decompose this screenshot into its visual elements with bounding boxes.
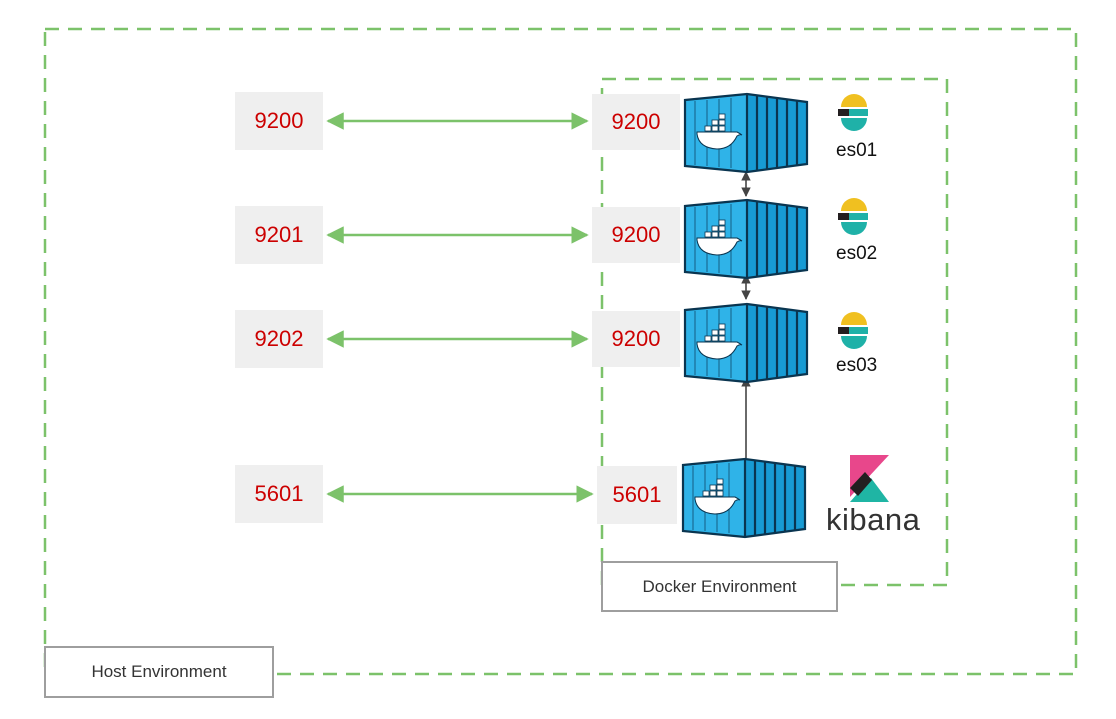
host-environment-boundary — [43, 27, 1078, 676]
container-name-label: es01 — [836, 140, 878, 161]
container-port-box: 9200 — [592, 311, 680, 367]
container-name-label: es03 — [836, 355, 878, 376]
kibana-wordmark: kibana — [826, 502, 921, 537]
container-port-box: 9200 — [592, 207, 680, 263]
docker-container-icon — [681, 457, 807, 539]
container-port-box: 9200 — [592, 94, 680, 150]
elasticsearch-logo-icon — [838, 94, 868, 131]
host-environment-label: Host Environment — [44, 646, 274, 698]
elasticsearch-logo-icon — [838, 198, 868, 235]
docker-container-icon — [683, 302, 809, 384]
docker-container-icon — [683, 92, 809, 174]
docker-container-icon — [683, 198, 809, 280]
docker-environment-label: Docker Environment — [601, 561, 838, 612]
host-port-box: 5601 — [235, 465, 323, 523]
container-port-box: 5601 — [597, 466, 677, 524]
container-name-label: es02 — [836, 243, 878, 264]
host-port-box: 9200 — [235, 92, 323, 150]
elasticsearch-logo-icon — [838, 312, 868, 349]
host-port-box: 9201 — [235, 206, 323, 264]
host-port-box: 9202 — [235, 310, 323, 368]
kibana-logo-icon — [850, 455, 889, 502]
